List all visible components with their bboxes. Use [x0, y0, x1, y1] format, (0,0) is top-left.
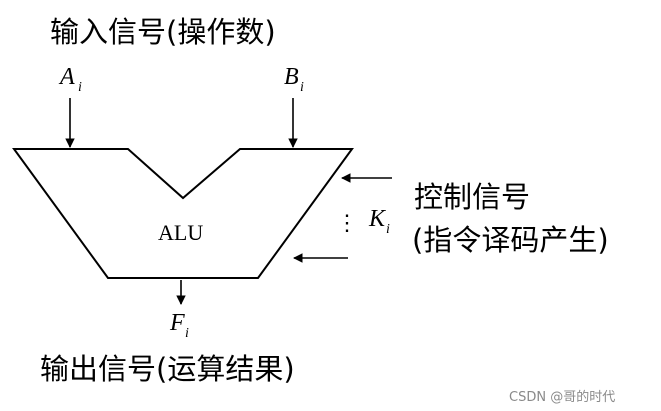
output-signal-title: 输出信号(运算结果) — [40, 352, 295, 386]
output-f-subscript: i — [185, 326, 189, 341]
alu-label: ALU — [158, 220, 203, 245]
control-k-subscript: i — [386, 222, 390, 237]
input-a-label: A — [58, 64, 75, 90]
output-f-label: F — [169, 310, 185, 336]
control-ellipsis: ⋮ — [336, 210, 358, 235]
control-signal-title: 控制信号 — [414, 180, 531, 214]
control-k-label: K — [368, 206, 387, 232]
input-signal-title: 输入信号(操作数) — [50, 15, 276, 49]
input-b-label: B — [284, 64, 299, 90]
watermark: CSDN @哥的时代 — [509, 390, 616, 405]
input-a-subscript: i — [78, 80, 82, 95]
input-b-subscript: i — [300, 80, 304, 95]
alu-body — [12, 148, 354, 279]
control-signal-subtitle: (指令译码产生) — [412, 223, 609, 257]
